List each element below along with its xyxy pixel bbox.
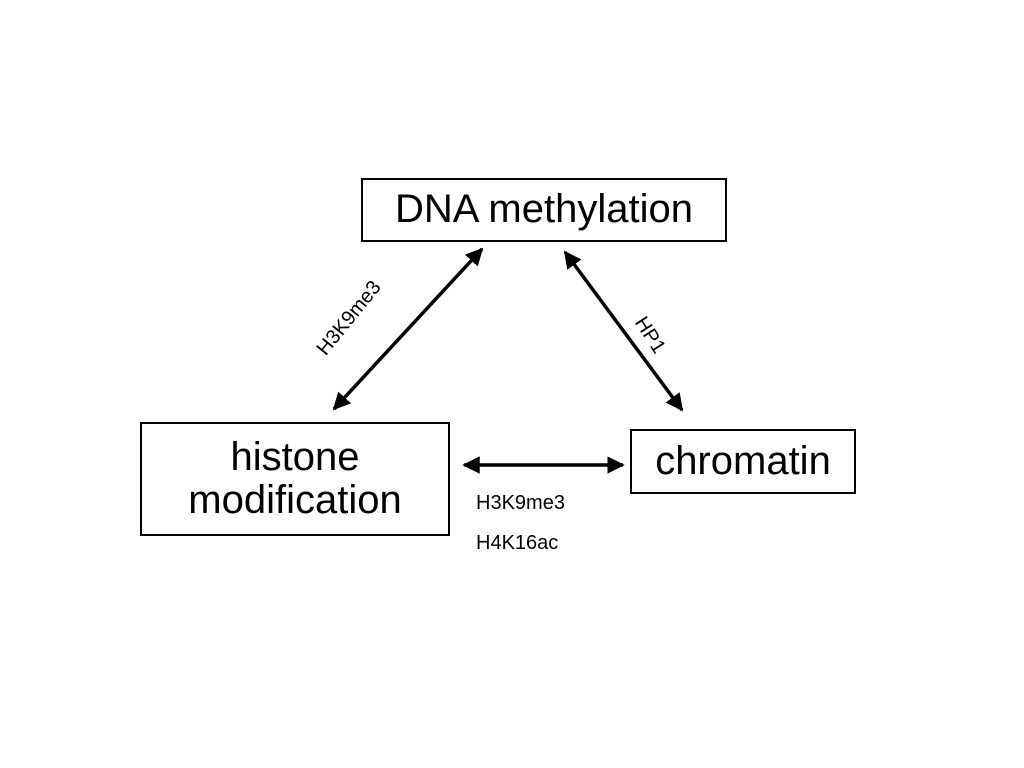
- histone-chromatin-edge-label-1: H3K9me3: [476, 492, 565, 514]
- dna-methylation-node: DNA methylation: [361, 178, 727, 242]
- arrow-dna-chromatin: [563, 250, 684, 412]
- chromatin-node: chromatin: [630, 429, 856, 494]
- histone-chromatin-edge-label-2: H4K16ac: [476, 532, 559, 554]
- arrow-dna-histone: [332, 247, 484, 411]
- histone-modification-node: histone modification: [140, 422, 450, 536]
